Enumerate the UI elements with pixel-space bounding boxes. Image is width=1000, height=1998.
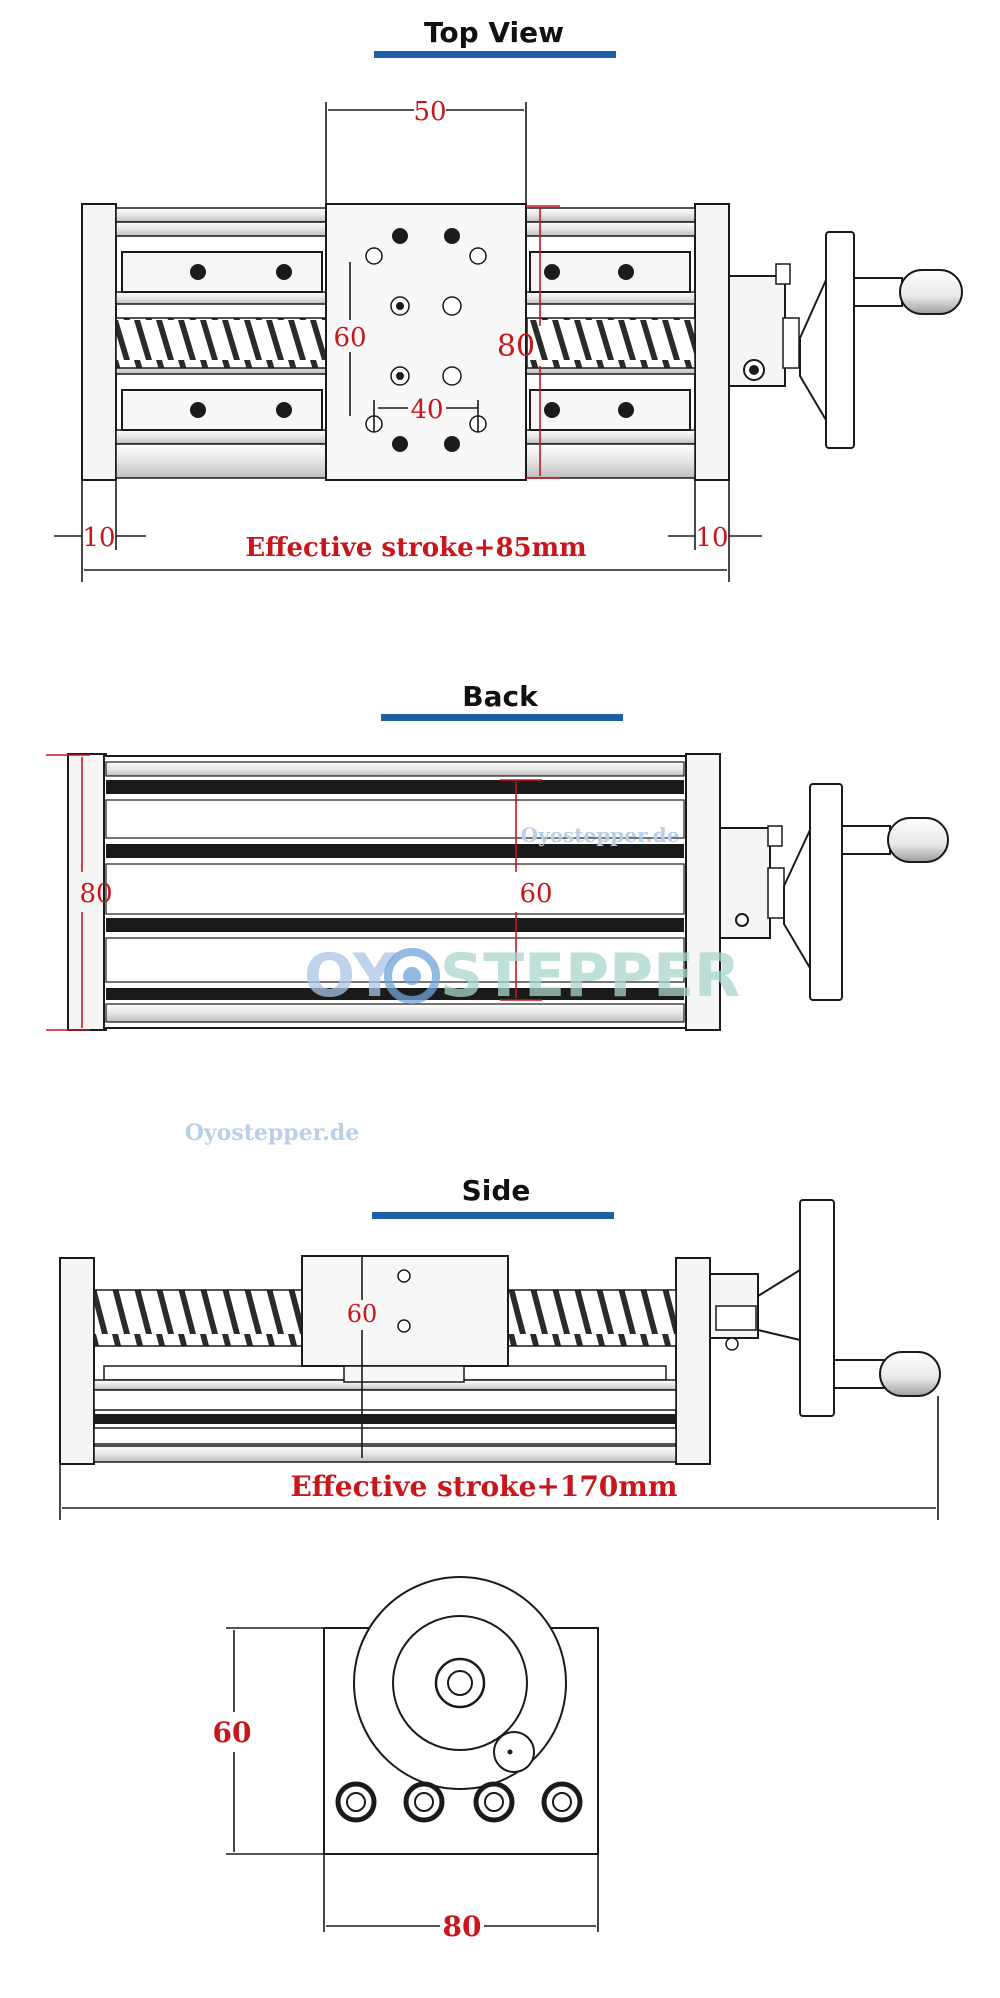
top-handwheel: [825, 231, 855, 449]
end-dimension-lines: [226, 1627, 599, 1932]
side-handwheel: [799, 1199, 835, 1417]
top-handle-knob: [899, 269, 963, 315]
top-dimension-80-line: [526, 205, 560, 479]
top-dim-50: 50: [413, 97, 446, 127]
back-title: Back: [462, 680, 539, 713]
back-dim-80: 80: [79, 879, 112, 909]
top-dim-10-right: 10: [695, 523, 728, 553]
back-handwheel: [809, 783, 843, 1001]
end-view-section: 60 80: [213, 1576, 599, 1943]
top-view-title: Top View: [424, 16, 564, 49]
watermark-logo-left: OY: [304, 941, 398, 1011]
side-title: Side: [462, 1174, 531, 1207]
side-dim-60: 60: [347, 1300, 378, 1328]
back-dim-60: 60: [519, 879, 552, 909]
top-lead-screw-right: [526, 317, 696, 369]
top-lead-screw-left: [115, 317, 327, 369]
top-dim-80: 80: [497, 329, 535, 364]
side-left-end-plate: [59, 1257, 95, 1465]
top-shaft-coupler: [782, 317, 800, 369]
top-dim-60: 60: [333, 323, 366, 353]
top-right-end-plate: [694, 203, 730, 481]
back-title-underline: [381, 714, 623, 721]
end-dim-80: 80: [443, 1910, 482, 1943]
side-title-underline: [372, 1212, 614, 1219]
watermark-gear-icon: [384, 948, 440, 1004]
back-handle-knob: [887, 817, 949, 863]
back-extrusion-profile: [103, 755, 687, 1029]
side-dimension-lines: [59, 1256, 939, 1520]
top-dim-10-left: 10: [82, 523, 115, 553]
top-effective-stroke-label: Effective stroke+85mm: [245, 533, 586, 563]
top-dim-40: 40: [410, 395, 443, 425]
watermark-logo-right: STEPPER: [440, 941, 740, 1011]
back-section: Back: [46, 680, 949, 1031]
back-dimension-lines: [46, 754, 542, 1031]
top-guide-bolts: [190, 264, 634, 418]
side-handle-knob: [879, 1351, 941, 1397]
end-dim-60: 60: [213, 1716, 252, 1749]
top-dimension-lines: [54, 102, 762, 582]
watermark-text-back: Oyostepper.de: [521, 823, 680, 847]
top-slide-table: [325, 203, 527, 481]
side-lead-screw-right: [505, 1289, 677, 1347]
top-left-end-plate: [81, 203, 117, 481]
back-right-end-plate: [685, 753, 721, 1031]
side-right-end-plate: [675, 1257, 711, 1465]
top-view-section: Top View: [54, 16, 963, 582]
top-view-title-underline: [374, 51, 616, 58]
side-section: Side: [59, 1174, 941, 1520]
side-effective-stroke-label: Effective stroke+170mm: [290, 1470, 677, 1503]
side-lead-screw-left: [93, 1289, 305, 1347]
end-mount-holes: [335, 1781, 583, 1823]
back-left-end-plate: [67, 753, 107, 1031]
end-handle-knob: [493, 1731, 535, 1773]
watermark-text-mid: Oyostepper.de: [185, 1120, 360, 1146]
